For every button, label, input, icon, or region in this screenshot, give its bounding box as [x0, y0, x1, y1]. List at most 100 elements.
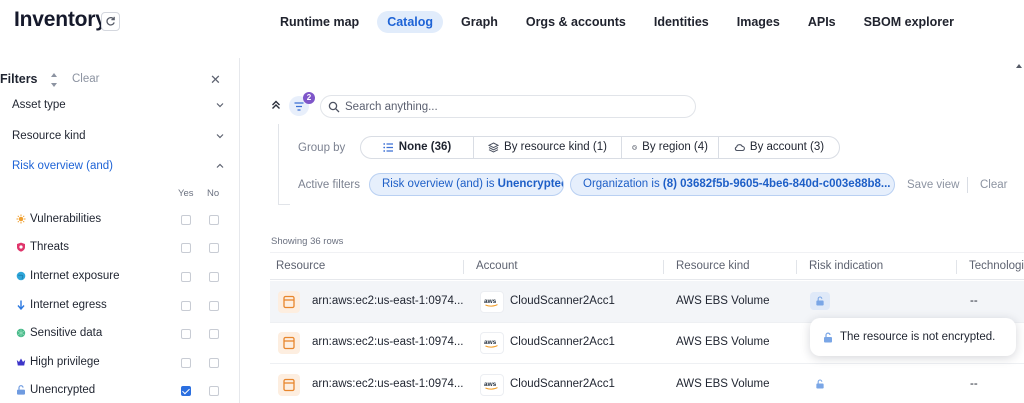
- tab-apis[interactable]: APIs: [807, 15, 836, 29]
- group-region-option[interactable]: By region (4): [622, 137, 719, 158]
- filter-icon: [294, 101, 304, 111]
- search-box[interactable]: [320, 95, 696, 118]
- risk-indicator[interactable]: [810, 375, 830, 393]
- no-checkbox[interactable]: [209, 301, 219, 311]
- refresh-button[interactable]: [101, 12, 120, 31]
- ebs-volume-icon: [278, 291, 300, 313]
- column-resizer[interactable]: [956, 260, 957, 274]
- layers-icon: [488, 142, 500, 153]
- resource-kind-cell: AWS EBS Volume: [676, 295, 770, 307]
- tab-identities[interactable]: Identities: [653, 15, 709, 29]
- tab-graph[interactable]: Graph: [461, 15, 498, 29]
- svg-text:aws: aws: [484, 381, 497, 388]
- tab-catalog[interactable]: Catalog: [377, 11, 444, 33]
- yes-checkbox[interactable]: [181, 301, 191, 311]
- column-risk-indication[interactable]: Risk indication: [809, 260, 884, 272]
- ebs-volume-icon: [278, 332, 300, 354]
- column-account[interactable]: Account: [476, 260, 518, 272]
- tree-connector: [278, 204, 290, 205]
- no-checkbox[interactable]: [209, 243, 219, 253]
- refresh-icon: [106, 16, 115, 26]
- technologies-cell: --: [970, 378, 978, 390]
- yes-column-header: Yes: [178, 188, 194, 199]
- filter-risk-overview[interactable]: Risk overview (and): [12, 160, 224, 176]
- risk-filter-vulnerabilities: Vulnerabilities: [16, 212, 221, 228]
- aws-icon: aws: [480, 374, 504, 396]
- top-nav: Runtime map Catalog Graph Orgs & account…: [270, 11, 972, 33]
- threats-icon: [17, 242, 25, 252]
- resource-kind-cell: AWS EBS Volume: [676, 336, 770, 348]
- group-option-label: By region (4): [642, 141, 708, 153]
- save-view-button[interactable]: Save view: [907, 179, 960, 191]
- group-account-option[interactable]: By account (3): [719, 137, 839, 158]
- column-resizer[interactable]: [663, 260, 664, 274]
- no-checkbox[interactable]: [209, 215, 219, 225]
- table-row[interactable]: arn:aws:ec2:us-east-1:0974... aws CloudSca…: [270, 364, 1024, 403]
- resource-cell[interactable]: arn:aws:ec2:us-east-1:0974...: [312, 295, 464, 307]
- resource-cell[interactable]: arn:aws:ec2:us-east-1:0974...: [312, 378, 464, 390]
- reorder-icon[interactable]: [50, 73, 58, 87]
- group-by-label: Group by: [298, 142, 346, 154]
- filter-asset-type[interactable]: Asset type: [12, 99, 224, 115]
- group-by-segmented-control: None (36) By resource kind (1) By region…: [360, 136, 840, 159]
- filter-count-badge: 2: [303, 92, 315, 104]
- technologies-cell: --: [970, 295, 978, 307]
- column-resizer[interactable]: [796, 260, 797, 274]
- filters-title: Filters: [0, 72, 38, 86]
- clear-filters-link[interactable]: Clear: [72, 73, 100, 85]
- account-cell[interactable]: CloudScanner2Acc1: [510, 378, 615, 390]
- yes-checkbox[interactable]: [181, 358, 191, 368]
- column-resizer[interactable]: [463, 260, 464, 274]
- no-checkbox[interactable]: [209, 386, 219, 396]
- filter-chip-risk[interactable]: Risk overview (and) is Unencrypted: [369, 173, 564, 196]
- divider: [967, 177, 968, 193]
- filters-sidebar: Filters Clear ✕ Asset type Resource kind…: [0, 58, 240, 403]
- table-row[interactable]: arn:aws:ec2:us-east-1:0974... aws CloudSca…: [270, 281, 1024, 323]
- risk-filter-unencrypted: Unencrypted: [16, 383, 221, 399]
- tab-orgs-accounts[interactable]: Orgs & accounts: [525, 15, 626, 29]
- yes-checkbox[interactable]: [181, 386, 191, 396]
- group-resource-kind-option[interactable]: By resource kind (1): [474, 137, 622, 158]
- risk-indicator[interactable]: [810, 292, 830, 310]
- tooltip-text: The resource is not encrypted.: [840, 331, 996, 343]
- account-cell[interactable]: CloudScanner2Acc1: [510, 295, 615, 307]
- unlock-icon: [824, 332, 832, 343]
- resource-cell[interactable]: arn:aws:ec2:us-east-1:0974...: [312, 336, 464, 348]
- yes-checkbox[interactable]: [181, 329, 191, 339]
- risk-filter-label: Internet egress: [30, 299, 107, 311]
- risk-filter-label: Vulnerabilities: [30, 213, 102, 225]
- collapse-icon[interactable]: [271, 100, 281, 110]
- no-checkbox[interactable]: [209, 358, 219, 368]
- group-none-option[interactable]: None (36): [361, 137, 474, 158]
- no-column-header: No: [207, 188, 220, 199]
- filter-chip-organization[interactable]: Organization is (8) 03682f5b-9605-4be6-8…: [570, 173, 895, 196]
- risk-filter-threats: Threats: [16, 240, 221, 256]
- svg-text:aws: aws: [484, 339, 497, 346]
- scroll-up-icon[interactable]: [1016, 64, 1022, 68]
- page-title: Inventory: [14, 8, 107, 31]
- column-technologies[interactable]: Technologies: [969, 260, 1024, 272]
- column-resource-kind[interactable]: Resource kind: [676, 260, 750, 272]
- tab-sbom-explorer[interactable]: SBOM explorer: [863, 15, 954, 29]
- filter-label: Resource kind: [12, 130, 86, 142]
- table-row[interactable]: arn:aws:ec2:us-east-1:0974... aws CloudSca…: [270, 322, 1024, 364]
- aws-icon: aws: [480, 291, 504, 313]
- chevron-up-icon: [216, 163, 224, 168]
- no-checkbox[interactable]: [209, 272, 219, 282]
- yes-checkbox[interactable]: [181, 272, 191, 282]
- yes-checkbox[interactable]: [181, 215, 191, 225]
- chevron-down-icon: [216, 134, 224, 139]
- filter-resource-kind[interactable]: Resource kind: [12, 130, 224, 146]
- clear-active-filters-button[interactable]: Clear: [980, 179, 1008, 191]
- no-checkbox[interactable]: [209, 329, 219, 339]
- list-icon: [383, 143, 393, 152]
- tab-runtime-map[interactable]: Runtime map: [280, 15, 360, 29]
- yes-checkbox[interactable]: [181, 243, 191, 253]
- close-icon[interactable]: ✕: [210, 72, 221, 87]
- account-cell[interactable]: CloudScanner2Acc1: [510, 336, 615, 348]
- chevron-down-icon: [216, 103, 224, 108]
- search-input[interactable]: [345, 99, 685, 115]
- column-resource[interactable]: Resource: [276, 260, 326, 272]
- tab-images[interactable]: Images: [736, 15, 780, 29]
- risk-filter-label: Threats: [30, 241, 69, 253]
